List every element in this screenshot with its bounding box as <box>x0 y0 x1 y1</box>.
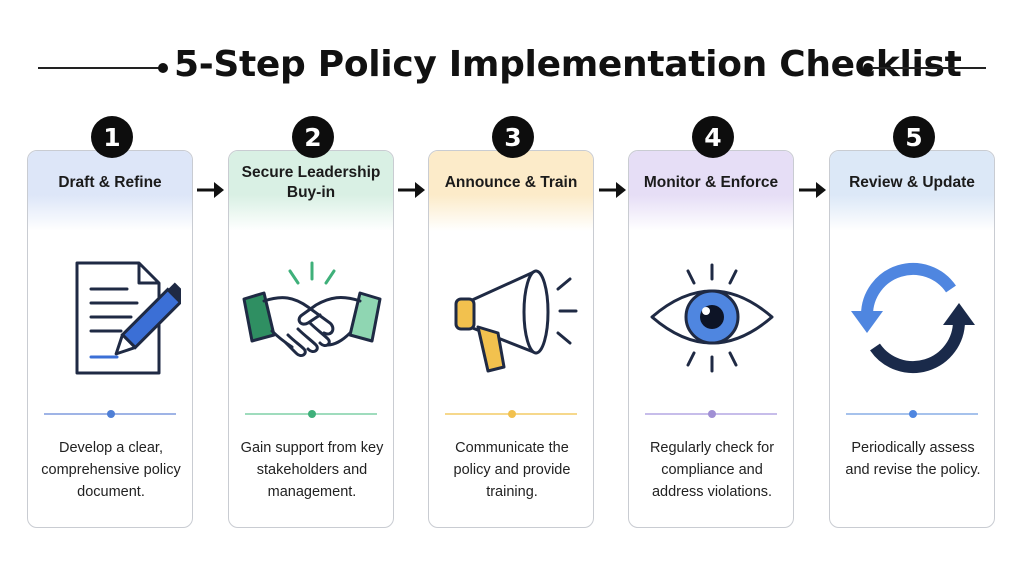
step-1-description: Develop a clear, comprehensive policy do… <box>41 440 181 500</box>
step-1-header: Draft & Refine <box>28 151 192 231</box>
step-4-divider-dot <box>708 410 716 418</box>
page-title: 5-Step Policy Implementation Checklist <box>174 44 962 85</box>
step-2-badge: 2 <box>292 116 334 158</box>
title-line-right <box>872 67 986 69</box>
step-3-header: Announce & Train <box>429 151 593 231</box>
title-dot-left <box>158 63 168 73</box>
step-1-title: Draft & Refine <box>58 174 162 191</box>
arrow-right-icon <box>599 182 626 198</box>
title-line-left <box>38 67 160 69</box>
eye-icon <box>642 249 782 389</box>
document-pencil-icon <box>41 249 188 389</box>
step-2-title: Secure Leadership Buy-in <box>241 164 381 201</box>
step-4-description: Regularly check for compliance and addre… <box>649 440 775 500</box>
step-4-badge: 4 <box>692 116 734 158</box>
step-card-3: Announce & Train Communicate the policy … <box>428 150 594 528</box>
step-1-badge: 1 <box>91 116 133 158</box>
step-3-description: Communicate the policy and provide train… <box>453 440 571 500</box>
step-card-1: Draft & Refine Develop a clear, comprehe… <box>27 150 193 528</box>
step-4-title: Monitor & Enforce <box>643 174 779 191</box>
step-card-5: Review & Update Periodically assess and … <box>829 150 995 528</box>
step-5-divider-dot <box>909 410 917 418</box>
title-row: 5-Step Policy Implementation Checklist <box>0 40 1024 96</box>
step-3-title: Announce & Train <box>444 174 578 191</box>
step-3-badge: 3 <box>492 116 534 158</box>
step-5-description: Periodically assess and revise the polic… <box>845 440 981 478</box>
step-2-header: Secure Leadership Buy-in <box>229 151 393 231</box>
megaphone-icon <box>442 249 582 389</box>
title-dot-right <box>863 63 873 73</box>
step-5-header: Review & Update <box>830 151 994 231</box>
step-1-divider-dot <box>107 410 115 418</box>
step-4-header: Monitor & Enforce <box>629 151 793 231</box>
step-5-title: Review & Update <box>849 174 975 191</box>
step-3-divider-dot <box>508 410 516 418</box>
step-2-description: Gain support from key stakeholders and m… <box>240 440 384 500</box>
arrow-right-icon <box>197 182 224 198</box>
step-card-2: Secure Leadership Buy-in Gain support fr… <box>228 150 394 528</box>
step-2-divider-dot <box>308 410 316 418</box>
step-5-badge: 5 <box>893 116 935 158</box>
arrow-right-icon <box>799 182 826 198</box>
handshake-icon <box>242 249 382 389</box>
step-card-4: Monitor & Enforce Regularly check for co… <box>628 150 794 528</box>
arrow-right-icon <box>398 182 425 198</box>
refresh-arrows-icon <box>843 249 983 389</box>
